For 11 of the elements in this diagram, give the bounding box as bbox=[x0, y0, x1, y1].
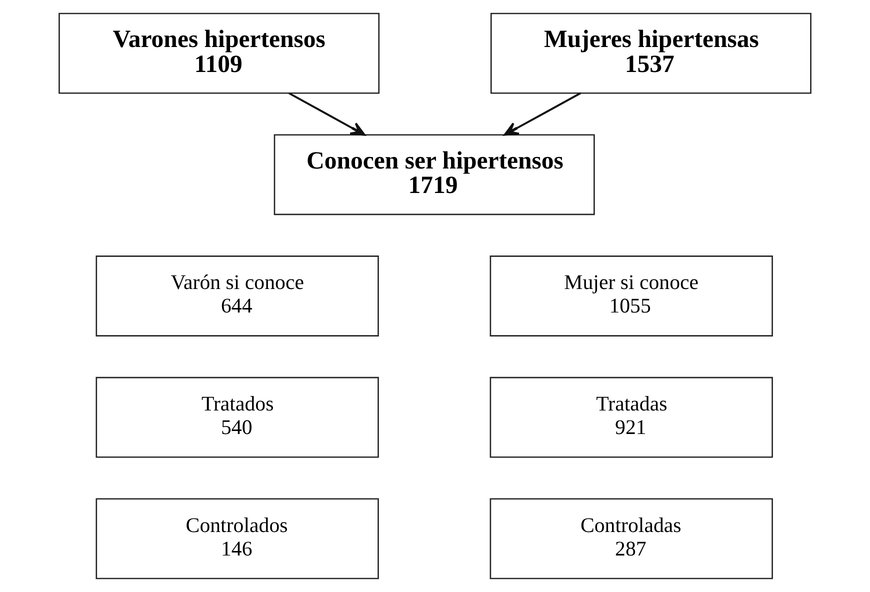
node-box: Controlados 146 bbox=[96, 498, 379, 580]
node-box: Varón si conoce 644 bbox=[96, 256, 379, 336]
node-box: Mujeres hipertensas 1537 bbox=[490, 12, 812, 94]
node-box: Tratadas 921 bbox=[490, 376, 773, 458]
arrow bbox=[288, 92, 366, 136]
node-box: Mujer si conoce 1055 bbox=[490, 256, 773, 336]
arrow bbox=[504, 92, 582, 136]
node-box: Controladas 287 bbox=[490, 498, 773, 580]
node-box: Varones hipertensos 1109 bbox=[58, 12, 380, 94]
node-box: Tratados 540 bbox=[96, 376, 379, 458]
node-box: Conocen ser hipertensos 1719 bbox=[274, 134, 595, 216]
